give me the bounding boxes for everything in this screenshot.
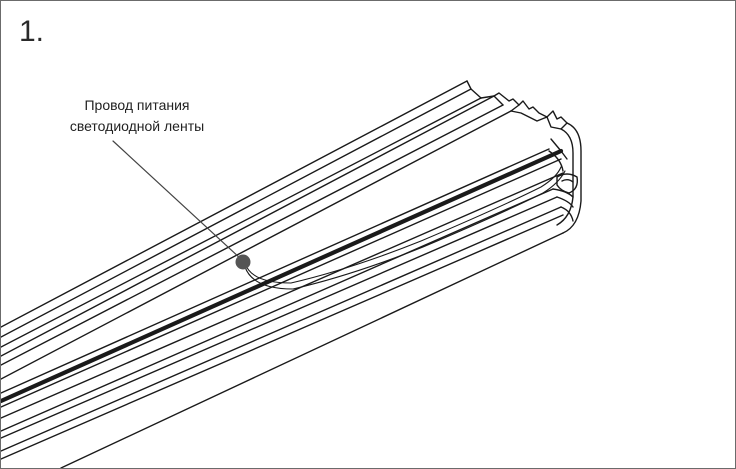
profile-top-flange [1, 80, 482, 348]
callout-marker-dot [235, 254, 251, 270]
callout-label-line-2: светодиодной ленты [69, 118, 205, 134]
profile-lower-body [1, 188, 574, 468]
profile-upper-groove [1, 95, 512, 380]
callout-leader [112, 140, 251, 270]
power-wire [244, 166, 566, 290]
profile-end-cap-notches [493, 92, 568, 130]
step-number: 1. [19, 15, 45, 48]
callout-label: Провод питания светодиодной ленты [51, 95, 223, 137]
callout-label-line-1: Провод питания [84, 97, 190, 113]
profile-end-face [548, 122, 582, 234]
